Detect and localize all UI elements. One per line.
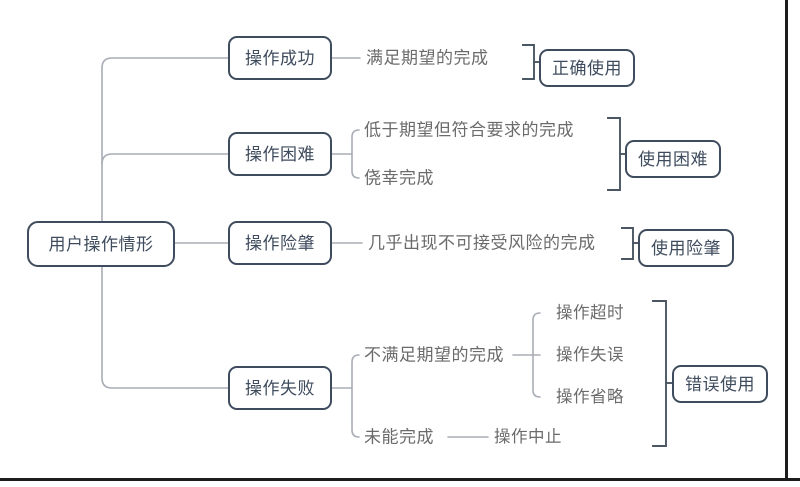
- outcome-node-nearmiss-use[interactable]: 使用险肇: [638, 229, 734, 267]
- subleaf-operation-timeout: 操作超时: [556, 303, 624, 322]
- branch-node-success[interactable]: 操作成功: [228, 36, 332, 80]
- branch-node-difficult[interactable]: 操作困难: [228, 132, 332, 176]
- bracket-nearmiss-use: [621, 227, 634, 260]
- leaf-difficult-below-expectation: 低于期望但符合要求的完成: [364, 120, 574, 140]
- frame-right-edge: [785, 0, 788, 481]
- bracket-wrong-use: [652, 300, 667, 447]
- leaf-failure-expectation-unmet: 不满足期望的完成: [364, 345, 504, 365]
- subleaf-operation-abort: 操作中止: [494, 427, 562, 446]
- branch-node-success-label: 操作成功: [245, 48, 315, 68]
- outcome-node-difficult-use[interactable]: 使用困难: [625, 140, 721, 178]
- branch-node-difficult-label: 操作困难: [245, 144, 315, 164]
- leaf-nearmiss-unacceptable-risk: 几乎出现不可接受风险的完成: [368, 233, 596, 253]
- branch-node-failure-label: 操作失败: [245, 378, 315, 398]
- branch-node-nearmiss-label: 操作险肇: [245, 233, 315, 253]
- wire-unmet-fork: [532, 312, 541, 398]
- wire-root-success: [101, 57, 229, 69]
- outcome-node-correct-use[interactable]: 正确使用: [539, 49, 635, 87]
- wire-root-failure: [101, 377, 229, 389]
- root-node-label: 用户操作情形: [48, 234, 154, 254]
- subleaf-operation-omission: 操作省略: [556, 387, 624, 406]
- leaf-difficult-lucky-completion: 侥幸完成: [364, 168, 434, 188]
- bracket-difficult-use: [607, 117, 621, 191]
- frame-bottom-edge: [0, 478, 800, 481]
- branch-node-nearmiss[interactable]: 操作险肇: [228, 221, 332, 265]
- outcome-node-correct-use-label: 正确使用: [552, 58, 622, 78]
- bracket-correct-use: [522, 44, 535, 80]
- leaf-failure-not-completed: 未能完成: [364, 427, 434, 447]
- leaf-success-expectation-met: 满足期望的完成: [366, 48, 489, 68]
- root-node[interactable]: 用户操作情形: [27, 221, 175, 267]
- branch-node-failure[interactable]: 操作失败: [228, 366, 332, 410]
- subleaf-operation-mistake: 操作失误: [556, 345, 624, 364]
- outcome-node-wrong-use-label: 错误使用: [685, 374, 755, 394]
- wire-failure-fork: [351, 354, 360, 438]
- outcome-node-nearmiss-use-label: 使用险肇: [651, 238, 721, 258]
- outcome-node-difficult-use-label: 使用困难: [638, 149, 708, 169]
- outcome-node-wrong-use[interactable]: 错误使用: [672, 365, 768, 403]
- wire-difficult-fork: [351, 129, 360, 179]
- wire-root-difficult: [101, 153, 229, 165]
